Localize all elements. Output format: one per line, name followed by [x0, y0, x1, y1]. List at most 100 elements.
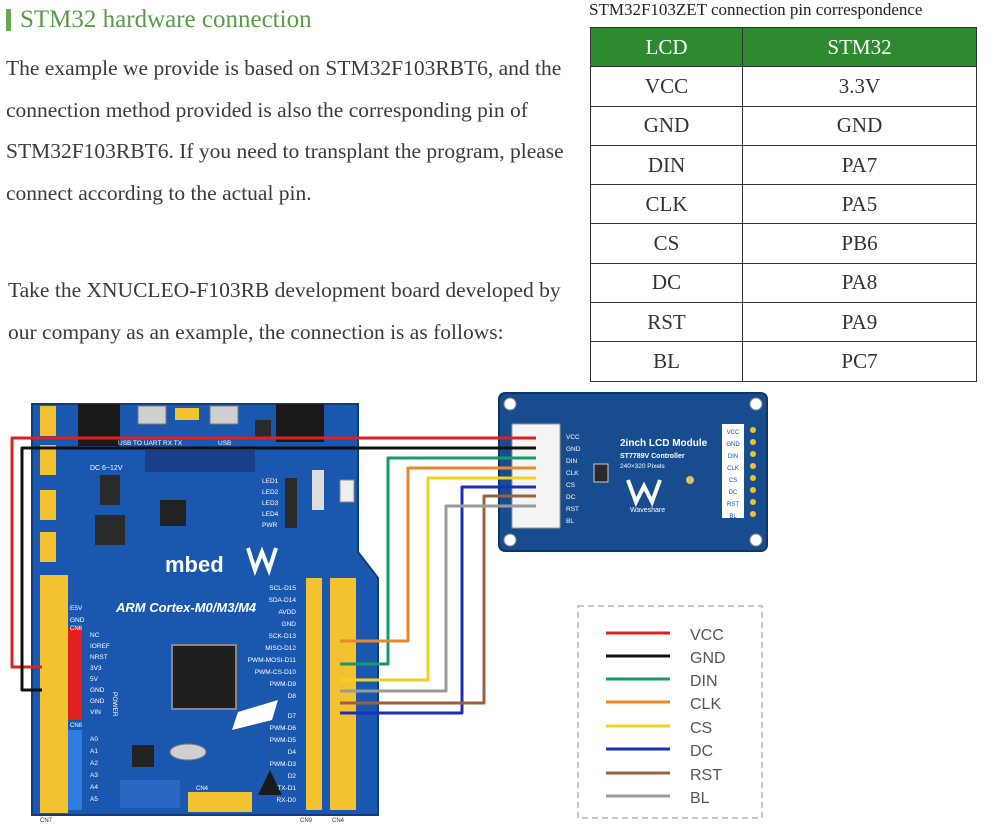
example-paragraph: Take the XNUCLEO-F103RB development boar…	[8, 278, 561, 344]
misc-label: E5V	[70, 605, 83, 612]
power-label: GND	[90, 687, 105, 694]
header-label: SCK-D13	[269, 633, 297, 640]
power-header	[68, 628, 82, 720]
lcd-logo-text: Waveshare	[630, 507, 665, 514]
cell-stm32: PA7	[742, 144, 977, 186]
header-label: PWM-D5	[270, 737, 297, 744]
power-label: NRST	[90, 654, 108, 661]
warning-icon	[258, 770, 282, 795]
analog-label: A1	[90, 748, 98, 755]
analog-label: A5	[90, 796, 98, 803]
lcd-side-label: GND	[726, 442, 740, 448]
misc-label: CN6	[70, 626, 83, 632]
cell-stm32: PC7	[742, 341, 977, 382]
lcd-side-label: RST	[727, 502, 739, 508]
header-label: PWM-D3	[270, 761, 297, 768]
xnucleo-board: USB TO UART RX TX USB DC 6~12V LED1 LED2…	[31, 403, 379, 824]
jumper-left	[40, 490, 56, 520]
cell-stm32: 3.3V	[742, 66, 977, 107]
header-label: D8	[288, 693, 297, 700]
jumper-block	[175, 408, 199, 420]
jumper-grid	[145, 450, 255, 472]
analog-header	[68, 730, 82, 810]
small-chip	[132, 745, 154, 767]
jumper-left	[40, 406, 56, 436]
misc-label: CN4	[196, 786, 209, 792]
header-label: SDA-D14	[269, 597, 297, 604]
lcd-component	[593, 463, 609, 483]
lcd-pin-label: DC	[566, 494, 576, 501]
cell-lcd: DC	[590, 262, 743, 304]
cell-stm32: PB6	[742, 223, 977, 264]
header-label: PWM-D6	[270, 725, 297, 732]
usb-uart-port	[137, 405, 167, 425]
waveshare-logo-icon	[626, 479, 662, 508]
mount-hole	[503, 397, 517, 411]
lcd-pin-pads	[750, 427, 756, 517]
lcd-pin-label: CS	[566, 482, 576, 489]
lcd-side-label: BL	[729, 514, 737, 520]
analog-label: A4	[90, 784, 98, 791]
legend-label: BL	[690, 790, 710, 807]
lcd-side-label: DC	[729, 490, 738, 496]
legend-frame	[577, 605, 763, 819]
pad-area	[120, 780, 180, 808]
wire-bl	[340, 504, 536, 693]
cpu-label: ARM Cortex-M0/M3/M4	[115, 600, 257, 615]
section-heading: STM32 hardware connection	[6, 6, 312, 34]
wire-vcc	[10, 436, 536, 669]
header-label: GND	[282, 621, 297, 628]
legend-label: VCC	[690, 627, 724, 644]
lcd-pin-label: VCC	[566, 434, 580, 441]
lcd-side-label: CS	[729, 478, 737, 484]
st-logo-icon	[232, 700, 278, 730]
lcd-pin-label: CLK	[566, 470, 579, 477]
cell-stm32: PA8	[742, 262, 977, 304]
power-label: GND	[90, 698, 105, 705]
led-label: LED2	[262, 489, 279, 496]
heading-accent-bar	[6, 9, 11, 31]
wire-rst	[340, 494, 536, 705]
header-label: PWM-CS-D10	[255, 669, 297, 676]
lcd-module: VCC GND DIN CLK CS DC RST BL 2inch LCD M…	[498, 392, 768, 552]
lcd-pin-label: RST	[566, 506, 579, 513]
wire-gnd	[20, 446, 536, 692]
mbed-logo-text: mbed	[165, 552, 224, 577]
regulator	[100, 475, 120, 505]
header-label: TX-D1	[277, 785, 296, 792]
lcd-side-labels	[722, 424, 744, 518]
table-header-row: LCD STM32	[590, 26, 977, 68]
header-label: D2	[288, 773, 297, 780]
power-label: 3V3	[90, 665, 102, 672]
header-label: RX-D0	[276, 797, 296, 804]
smd-part	[312, 470, 324, 510]
regulator	[95, 515, 125, 545]
lcd-controller: ST7789V Controller	[620, 453, 685, 460]
lcd-pin-label: DIN	[566, 458, 578, 465]
table-caption: STM32F103ZET connection pin corresponden…	[589, 0, 923, 19]
misc-label: GND	[70, 617, 85, 624]
misc-label: CN4	[332, 818, 345, 824]
mcu-chip	[171, 644, 237, 710]
arduino-header-inner	[306, 578, 322, 810]
led-array	[285, 478, 297, 528]
button-part	[255, 420, 271, 438]
led-label: PWR	[262, 522, 277, 529]
legend-label: DC	[690, 743, 713, 760]
power-group-label: POWER	[111, 692, 118, 717]
header-label: D4	[288, 749, 297, 756]
mount-hole	[503, 533, 517, 547]
cell-stm32: GND	[742, 105, 977, 146]
arduino-header-outer	[330, 578, 356, 810]
led-label: LED4	[262, 511, 279, 518]
mount-hole	[749, 533, 763, 547]
legend-label: CLK	[690, 696, 721, 713]
legend-label: CS	[690, 720, 712, 737]
waveshare-logo-icon	[246, 546, 278, 577]
